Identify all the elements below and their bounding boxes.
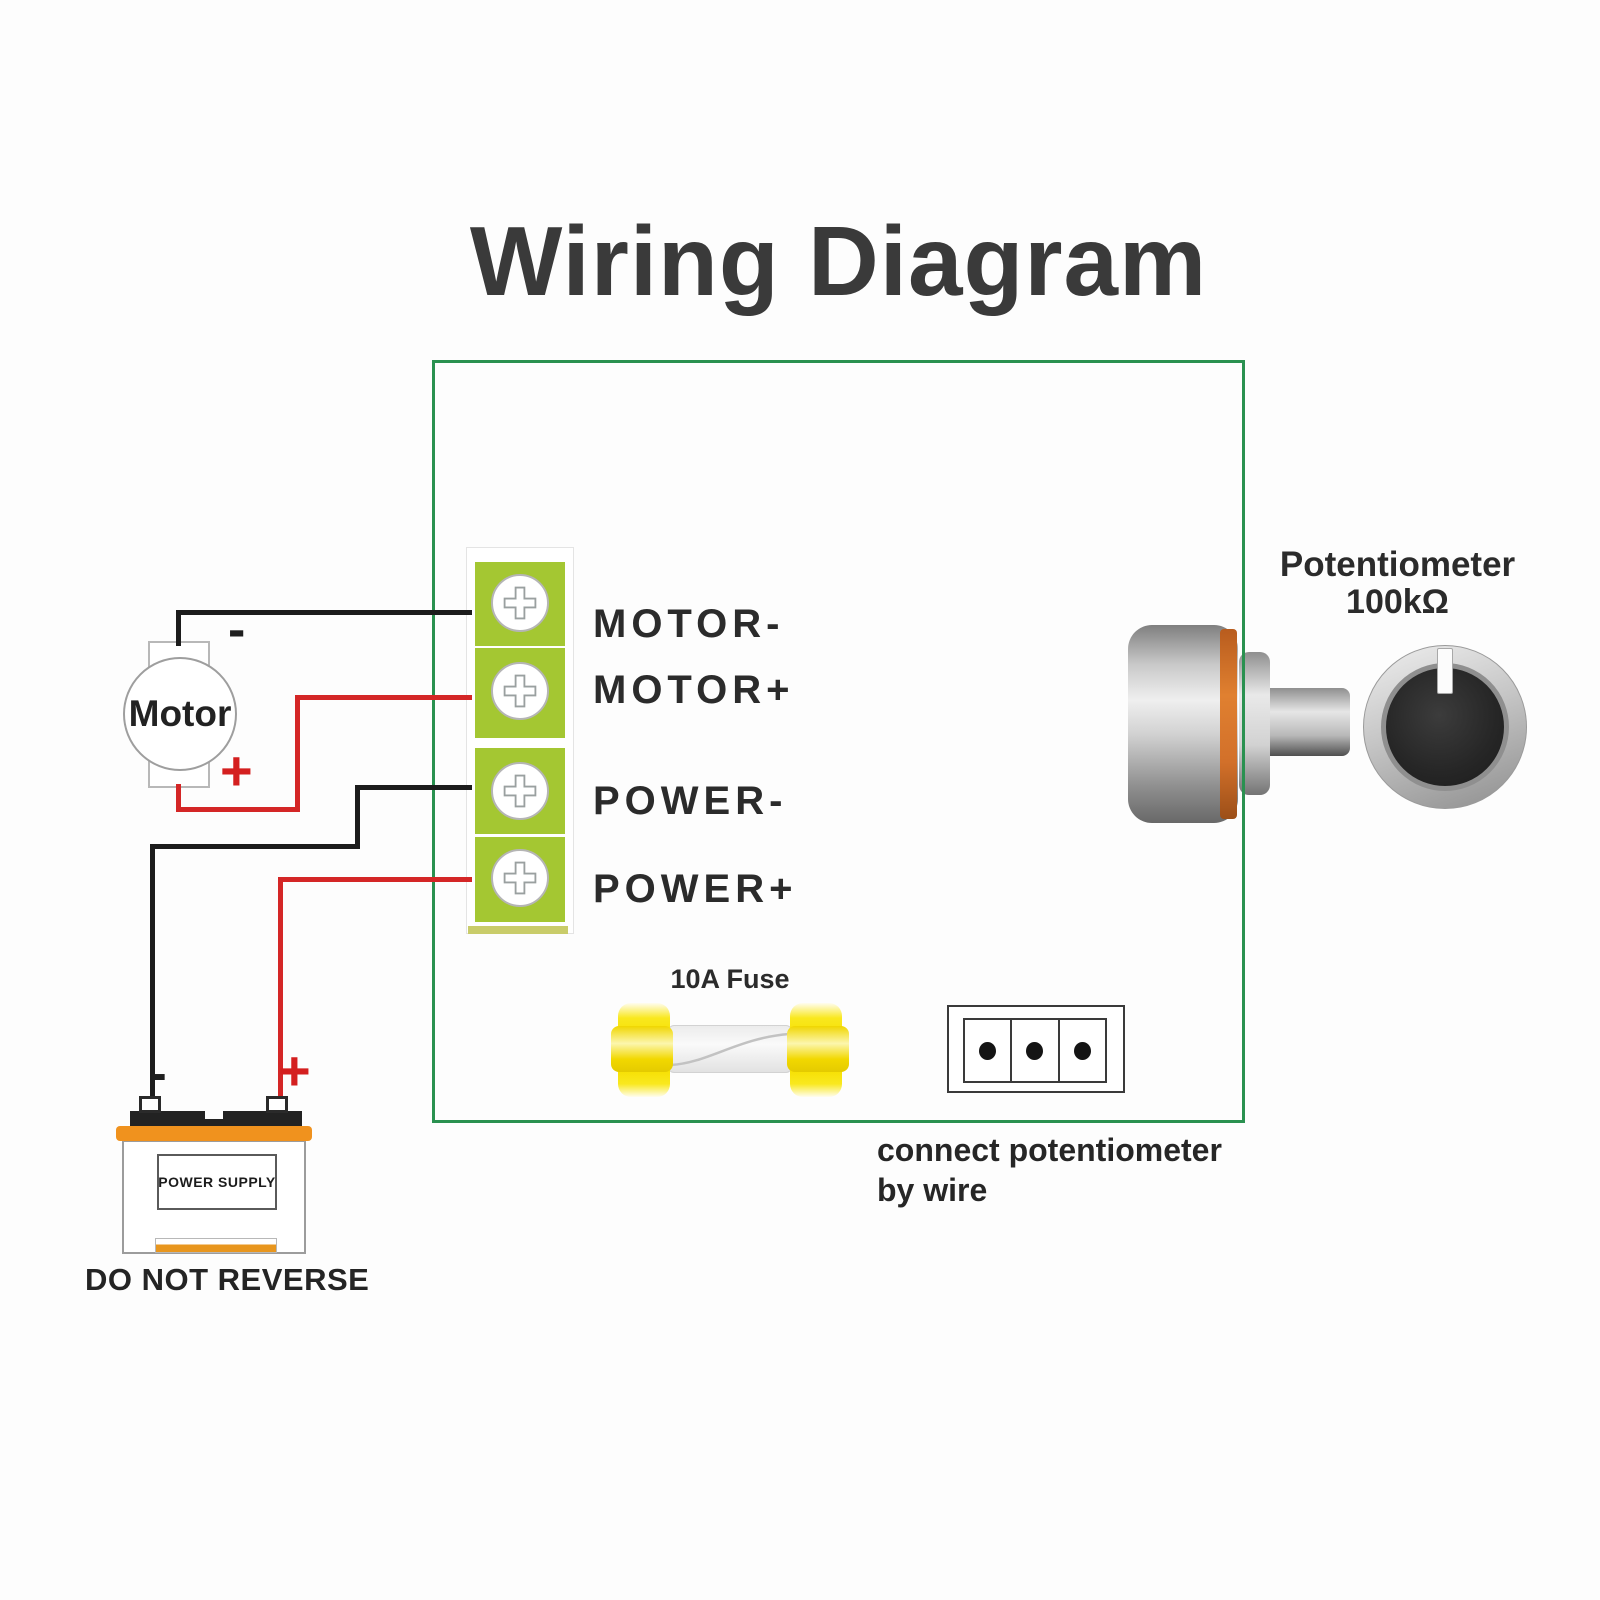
battery-plus-sign: + [278, 1039, 311, 1102]
power-negative-wire [150, 844, 155, 1100]
screw-terminal-icon [491, 762, 549, 820]
knob-indicator-notch [1437, 648, 1453, 694]
potentiometer-orange-ring [1220, 629, 1237, 819]
connector-pin-2 [1010, 1020, 1057, 1081]
potentiometer-washer [1239, 652, 1270, 795]
motor-plus-sign: + [220, 739, 253, 802]
terminal-motor-minus [475, 562, 565, 646]
motor-positive-wire [295, 695, 300, 812]
screw-terminal-icon [491, 662, 549, 720]
terminal-power-plus [475, 837, 565, 922]
battery-positive-post [266, 1096, 288, 1113]
screw-terminal-icon [491, 574, 549, 632]
screw-terminal-icon [491, 849, 549, 907]
power-positive-wire [278, 877, 283, 1100]
potentiometer-value: 100kΩ [1346, 583, 1449, 621]
battery-top-bar [130, 1111, 302, 1127]
motor-negative-wire [176, 610, 472, 615]
pin-dot-icon [1073, 1041, 1091, 1060]
motor-negative-wire [176, 610, 181, 646]
battery-top-bar-notch [205, 1111, 223, 1119]
power-negative-wire [355, 785, 360, 849]
do-not-reverse-warning: DO NOT REVERSE [85, 1262, 370, 1297]
terminal-label-motor-plus: MOTOR+ [593, 668, 795, 712]
pin-dot-icon [1026, 1041, 1044, 1060]
potentiometer-body [1128, 625, 1238, 823]
motor-positive-wire [176, 807, 300, 812]
battery-minus-sign: - [150, 1045, 167, 1101]
battery-negative-post [139, 1096, 161, 1113]
motor-symbol: Motor [123, 657, 237, 771]
page-title: Wiring Diagram [469, 206, 1208, 316]
battery-bottom-strip [155, 1238, 277, 1253]
fuse-label: 10A Fuse [670, 964, 790, 994]
power-positive-wire [278, 877, 472, 882]
terminal-power-minus [475, 748, 565, 834]
potentiometer-connector-pins [963, 1018, 1107, 1083]
connector-pin-3 [1057, 1020, 1105, 1081]
terminal-label-power-plus: POWER+ [593, 867, 798, 911]
connector-note-line2: by wire [877, 1172, 988, 1208]
power-negative-wire [150, 844, 360, 849]
power-negative-wire [355, 785, 472, 790]
motor-positive-wire [295, 695, 472, 700]
fuse-band-left [611, 1026, 673, 1072]
potentiometer-shaft [1269, 688, 1350, 756]
potentiometer-name: Potentiometer [1279, 545, 1516, 584]
connector-note-line1: connect potentiometer [877, 1132, 1222, 1168]
pin-dot-icon [979, 1041, 997, 1060]
connector-pin-1 [965, 1020, 1010, 1081]
fuse-band-right [787, 1026, 849, 1072]
motor-minus-sign: - [228, 601, 246, 659]
terminal-motor-plus [475, 648, 565, 738]
battery-orange-bar [116, 1126, 312, 1141]
power-supply-label: POWER SUPPLY [157, 1154, 277, 1210]
potentiometer-label: Potentiometer 100kΩ [1255, 545, 1540, 621]
connector-note: connect potentiometer by wire [877, 1130, 1222, 1210]
motor-positive-wire [176, 784, 181, 812]
terminal-label-motor-minus: MOTOR- [593, 602, 785, 646]
terminal-strip-foot [468, 926, 568, 934]
terminal-label-power-minus: POWER- [593, 779, 788, 823]
fuse-wire [670, 1032, 790, 1067]
